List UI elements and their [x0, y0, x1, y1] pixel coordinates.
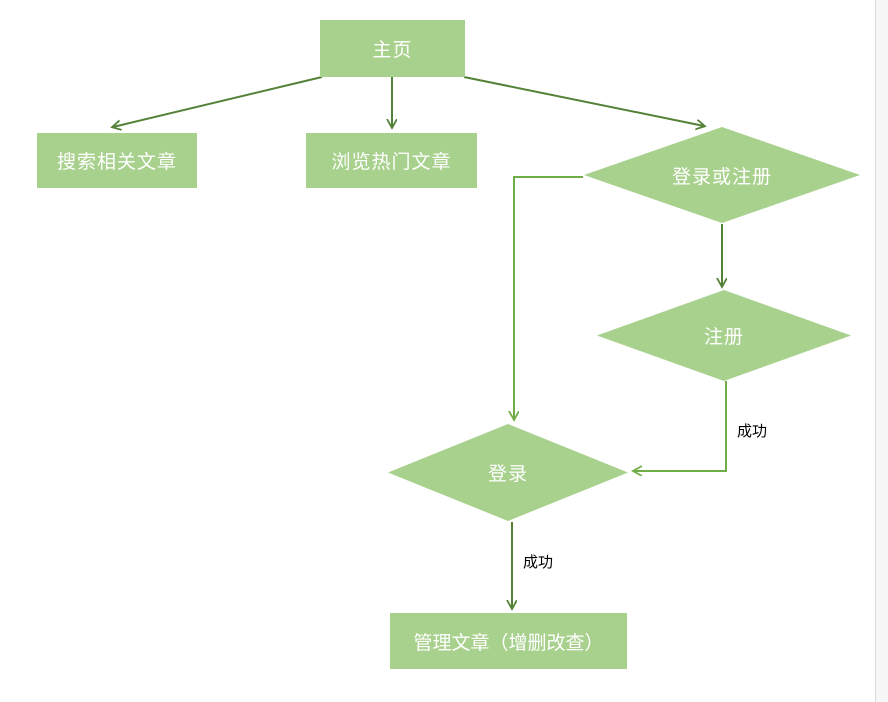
page-edge-divider	[875, 0, 888, 702]
node-browse-articles[interactable]: 浏览热门文章	[306, 133, 477, 188]
node-login-or-register-label: 登录或注册	[671, 165, 772, 188]
edge-label-login-success: 成功	[523, 553, 554, 571]
node-register-label: 注册	[703, 326, 744, 348]
node-home-label: 主页	[372, 39, 413, 61]
node-manage-articles-label: 管理文章（增删改查）	[413, 631, 604, 654]
edge-home-search	[113, 76, 323, 127]
edge-register-login	[634, 381, 727, 471]
node-login-label: 登录	[487, 463, 528, 485]
edge-loginregister-login	[514, 176, 583, 419]
edge-home-loginregister	[463, 76, 704, 126]
node-home[interactable]: 主页	[320, 20, 465, 77]
node-manage-articles[interactable]: 管理文章（增删改查）	[390, 613, 627, 669]
node-browse-articles-label: 浏览热门文章	[331, 151, 452, 173]
node-search-articles-label: 搜索相关文章	[56, 151, 177, 173]
edge-label-register-success: 成功	[737, 422, 768, 440]
node-search-articles[interactable]: 搜索相关文章	[37, 133, 197, 188]
